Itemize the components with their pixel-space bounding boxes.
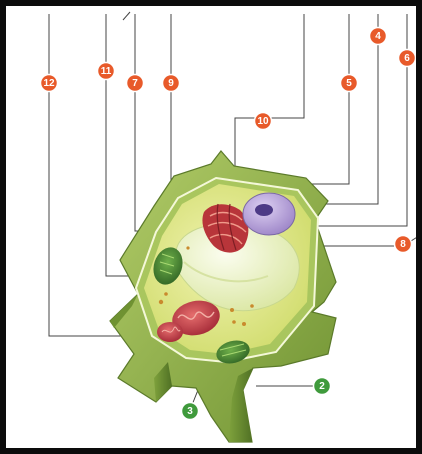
marker-label: 5 — [346, 78, 352, 89]
nucleolus — [255, 204, 273, 216]
marker-label: 11 — [101, 66, 112, 77]
marker-7: 7 — [127, 75, 144, 92]
marker-8: 8 — [395, 236, 412, 253]
marker-label: 9 — [168, 78, 174, 89]
marker-label: 2 — [319, 381, 325, 392]
nucleus — [243, 193, 295, 235]
marker-label: 3 — [187, 406, 193, 417]
plant-cell-diagram: 12 11 7 9 10 5 4 6 8 2 3 — [6, 6, 422, 454]
marker-label: 4 — [375, 31, 381, 42]
mitochondrion-small — [157, 322, 183, 342]
marker-2: 2 — [314, 378, 331, 395]
marker-11: 11 — [98, 63, 115, 80]
marker-12: 12 — [41, 75, 58, 92]
marker-6: 6 — [399, 50, 416, 67]
marker-4: 4 — [370, 28, 387, 45]
marker-label: 12 — [43, 78, 55, 89]
marker-5: 5 — [341, 75, 358, 92]
marker-label: 10 — [257, 116, 269, 127]
marker-3: 3 — [182, 403, 199, 420]
marker-label: 8 — [400, 239, 406, 250]
marker-10: 10 — [255, 113, 272, 130]
marker-label: 7 — [132, 78, 138, 89]
marker-9: 9 — [163, 75, 180, 92]
marker-label: 6 — [404, 53, 410, 64]
